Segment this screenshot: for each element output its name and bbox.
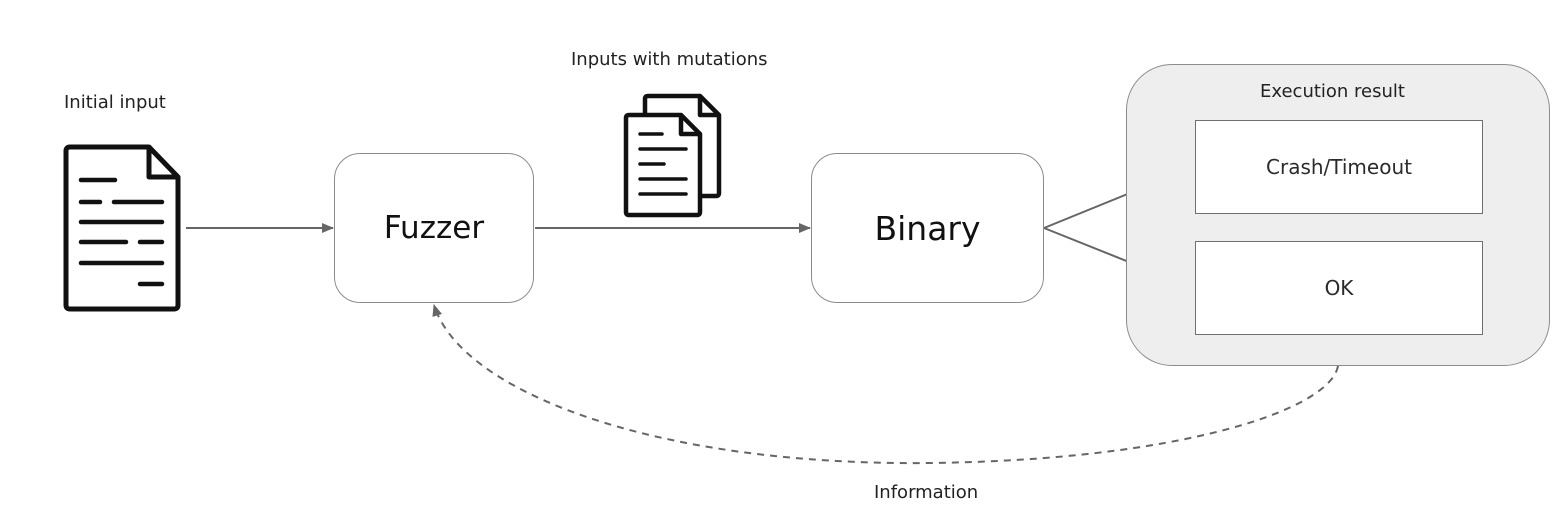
crash-timeout-box: Crash/Timeout xyxy=(1195,120,1483,214)
fuzzer-node: Fuzzer xyxy=(334,153,534,303)
documents-stack-icon xyxy=(623,93,722,218)
execution-result-title: Execution result xyxy=(1260,81,1405,102)
initial-input-label: Initial input xyxy=(64,92,166,113)
binary-node: Binary xyxy=(811,153,1044,303)
document-icon xyxy=(63,144,181,312)
feedback-label: Information xyxy=(874,482,979,503)
ok-box: OK xyxy=(1195,241,1483,335)
mutations-label: Inputs with mutations xyxy=(571,49,768,70)
